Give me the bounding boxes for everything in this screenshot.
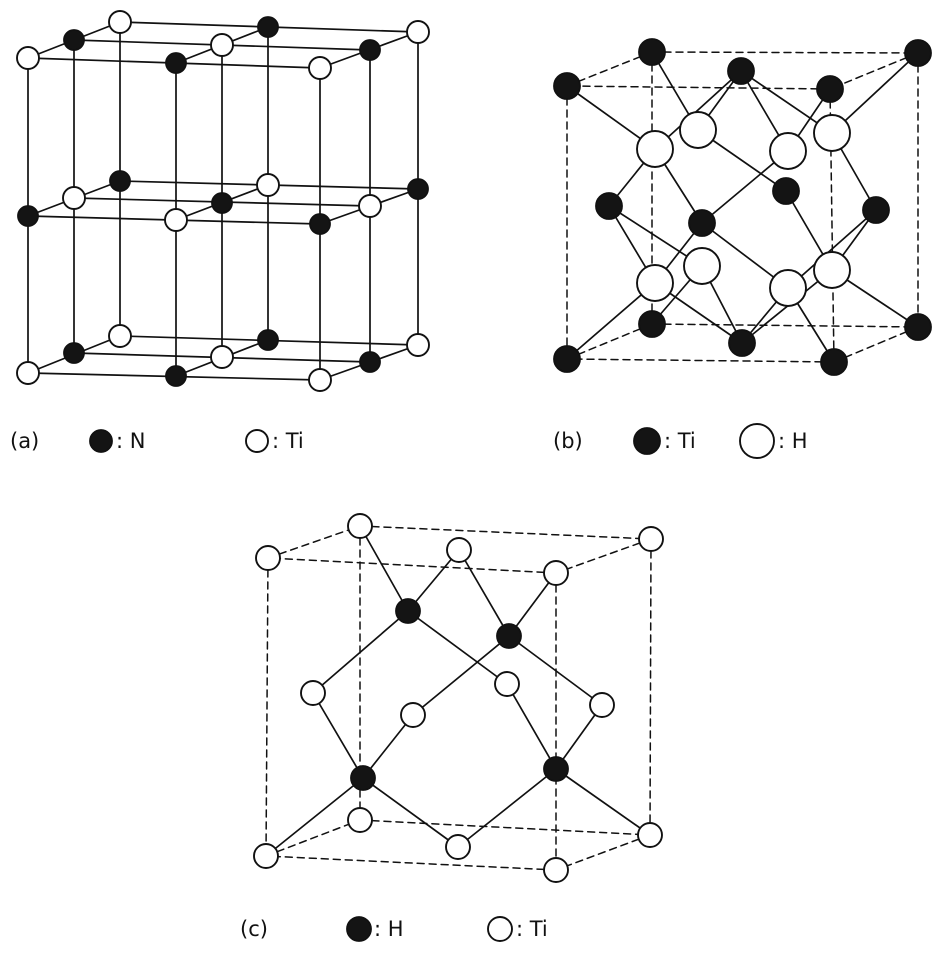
panel-a-structure	[16, 10, 430, 392]
panel-c-cell-edges	[265, 525, 652, 871]
n-atom	[407, 178, 429, 200]
h-atom	[636, 264, 674, 302]
ti-atom	[688, 209, 716, 237]
h-atom	[679, 111, 717, 149]
h-atom	[395, 598, 421, 624]
panel-c-bonds	[265, 525, 651, 857]
h-atom	[769, 132, 807, 170]
n-atom	[359, 351, 381, 373]
legend-open-label: : Ti	[516, 917, 548, 941]
h-atom	[496, 623, 522, 649]
panel-a-legend: (a) : N : Ti	[10, 429, 304, 453]
ti-atom	[358, 194, 382, 218]
panel-a-caption: (a)	[10, 429, 39, 453]
h-atom	[813, 114, 851, 152]
ti-atom	[727, 57, 755, 85]
ti-atom	[256, 173, 280, 197]
n-atom	[63, 342, 85, 364]
panel-b-structure	[553, 38, 932, 376]
ti-atom	[543, 560, 569, 586]
ti-atom	[16, 361, 40, 385]
n-atom	[109, 170, 131, 192]
ti-atom	[347, 807, 373, 833]
legend-filled-marker	[633, 427, 661, 455]
ti-atom	[445, 834, 471, 860]
ti-atom	[308, 56, 332, 80]
panel-c-legend: (c) : H : Ti	[240, 916, 548, 942]
ti-atom	[638, 526, 664, 552]
panel-b-legend: (b) : Ti : H	[553, 423, 808, 459]
h-atom	[636, 130, 674, 168]
h-atom	[769, 269, 807, 307]
panel-b-cell-edges	[566, 51, 919, 363]
ti-atom	[904, 39, 932, 67]
h-atom	[813, 251, 851, 289]
panel-b-atoms	[553, 38, 932, 376]
legend-open-marker	[245, 429, 269, 453]
ti-atom	[308, 368, 332, 392]
ti-atom	[446, 537, 472, 563]
panel-a-atoms	[16, 10, 430, 392]
legend-open-marker	[739, 423, 775, 459]
ti-atom	[772, 177, 800, 205]
legend-filled-marker	[89, 429, 113, 453]
ti-atom	[553, 345, 581, 373]
ti-atom	[589, 692, 615, 718]
panel-c-structure	[253, 513, 664, 883]
ti-atom	[108, 324, 132, 348]
ti-atom	[553, 72, 581, 100]
panel-b-caption: (b)	[553, 429, 583, 453]
legend-open-label: : Ti	[272, 429, 304, 453]
ti-atom	[728, 329, 756, 357]
ti-atom	[816, 75, 844, 103]
n-atom	[63, 29, 85, 51]
ti-atom	[300, 680, 326, 706]
ti-atom	[255, 545, 281, 571]
n-atom	[165, 52, 187, 74]
ti-atom	[210, 33, 234, 57]
ti-atom	[494, 671, 520, 697]
legend-filled-label: : N	[116, 429, 145, 453]
ti-atom	[406, 333, 430, 357]
ti-atom	[16, 46, 40, 70]
ti-atom	[210, 345, 234, 369]
n-atom	[359, 39, 381, 61]
ti-atom	[820, 348, 848, 376]
n-atom	[17, 205, 39, 227]
ti-atom	[164, 208, 188, 232]
legend-open-label: : H	[778, 429, 808, 453]
h-atom	[683, 247, 721, 285]
ti-atom	[400, 702, 426, 728]
legend-open-marker	[487, 916, 513, 942]
ti-atom	[595, 192, 623, 220]
n-atom	[211, 192, 233, 214]
ti-atom	[347, 513, 373, 539]
h-atom	[350, 765, 376, 791]
ti-atom	[543, 857, 569, 883]
legend-filled-label: : H	[374, 917, 404, 941]
legend-filled-label: : Ti	[664, 429, 696, 453]
ti-atom	[638, 310, 666, 338]
ti-atom	[406, 20, 430, 44]
panel-c-caption: (c)	[240, 917, 268, 941]
ti-atom	[62, 186, 86, 210]
panel-c-atoms	[253, 513, 664, 883]
n-atom	[309, 213, 331, 235]
ti-atom	[638, 38, 666, 66]
legend-filled-marker	[346, 916, 372, 942]
n-atom	[165, 365, 187, 387]
ti-atom	[108, 10, 132, 34]
ti-atom	[904, 313, 932, 341]
ti-atom	[862, 196, 890, 224]
ti-atom	[637, 822, 663, 848]
n-atom	[257, 16, 279, 38]
ti-atom	[253, 843, 279, 869]
h-atom	[543, 756, 569, 782]
n-atom	[257, 329, 279, 351]
